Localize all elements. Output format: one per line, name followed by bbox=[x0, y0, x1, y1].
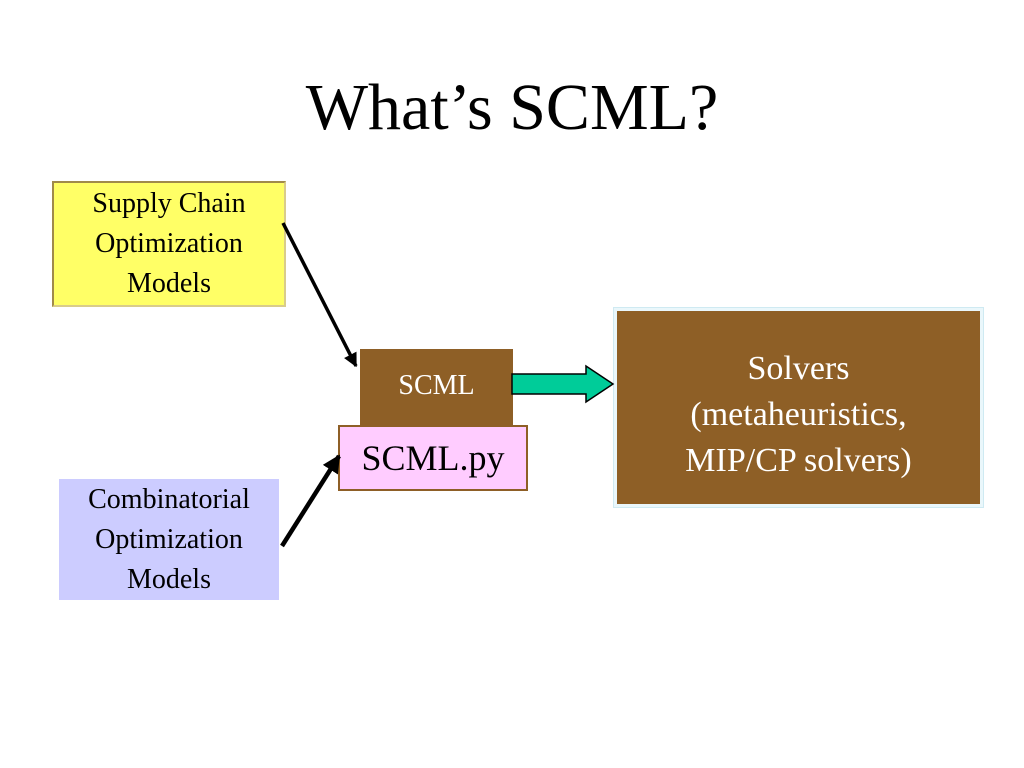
combinatorial-models-label: Combinatorial Optimization Models bbox=[88, 483, 250, 595]
supply-chain-models-box: Supply Chain Optimization Models bbox=[52, 181, 286, 307]
scml-py-label: SCML.py bbox=[361, 438, 505, 478]
scml-label: SCML bbox=[398, 370, 475, 401]
supply-chain-models-label: Supply Chain Optimization Models bbox=[92, 188, 246, 299]
solvers-box: Solvers (metaheuristics, MIP/CP solvers) bbox=[617, 311, 980, 504]
slide-title: What’s SCML? bbox=[305, 71, 719, 144]
scml-py-box: SCML.py bbox=[338, 425, 528, 491]
block-arrow-scml-to-solvers bbox=[511, 364, 615, 404]
scml-box: SCML bbox=[360, 349, 513, 425]
solvers-label: Solvers (metaheuristics, MIP/CP solvers) bbox=[685, 350, 912, 479]
arrow-supply-to-scml bbox=[281, 222, 358, 368]
combinatorial-models-box: Combinatorial Optimization Models bbox=[59, 479, 279, 600]
arrow-combinatorial-to-scml-py bbox=[280, 454, 341, 548]
